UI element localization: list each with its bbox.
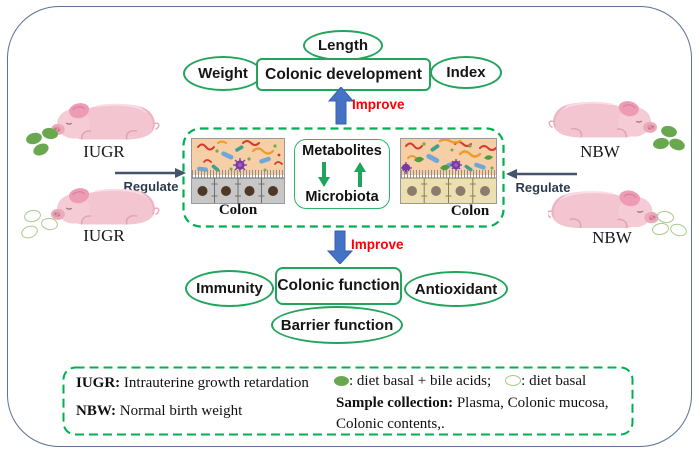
index-label: Index <box>446 64 486 81</box>
immunity-label: Immunity <box>196 280 263 297</box>
barrier-function-label: Barrier function <box>280 316 394 334</box>
legend-iugr-line: IUGR: Intrauterine growth retardation <box>76 373 332 394</box>
improve-up-arrow-icon <box>328 87 354 125</box>
legend-iugr-term: IUGR: <box>76 375 121 391</box>
colonic-development-label: Colonic development <box>265 65 422 83</box>
legend-nbw-definition: Normal birth weight <box>119 403 243 419</box>
antioxidant-oval: Antioxidant <box>404 271 508 307</box>
regulate-left-arrow-icon <box>115 168 186 178</box>
immunity-oval: Immunity <box>185 270 274 307</box>
piglet-iugr-top-image <box>50 102 160 141</box>
legend-open-dot-definition: : diet basal <box>521 373 587 389</box>
nbw-top-label: NBW <box>580 142 620 161</box>
legend-nbw-term: NBW: <box>76 403 117 419</box>
improve-down-arrow-icon <box>327 230 353 264</box>
colon-left-label: Colon <box>218 202 258 218</box>
colon-micrograph-iugr <box>191 138 285 204</box>
piglet-nbw-bottom-image <box>548 189 660 230</box>
colon-right-label: Colon <box>450 203 490 219</box>
regulate-right-label: Regulate <box>515 180 571 195</box>
metabolites-label: Metabolites <box>302 143 382 159</box>
legend-sample-line: Sample collection: Plasma, Colonic mucos… <box>336 393 630 435</box>
weight-oval: Weight <box>183 56 263 91</box>
improve-top-label: Improve <box>352 97 405 112</box>
colon-micrograph-nbw <box>400 138 497 204</box>
legend-diet-line: : diet basal + bile acids; : diet basal <box>334 371 632 392</box>
antioxidant-label: Antioxidant <box>414 280 498 298</box>
regulate-left-label: Regulate <box>123 179 179 194</box>
regulate-right-arrow-icon <box>506 169 577 179</box>
improve-bottom-label: Improve <box>351 237 404 252</box>
length-label: Length <box>318 37 368 54</box>
nbw-bottom-label: NBW <box>592 228 632 247</box>
barrier-function-oval: Barrier function <box>271 306 403 344</box>
colonic-function-box: Colonic function <box>275 267 402 305</box>
iugr-bottom-label: IUGR <box>83 226 125 245</box>
legend-dashed-box <box>62 366 634 436</box>
green-down-arrow-icon <box>318 161 330 187</box>
iugr-top-label: IUGR <box>83 142 125 161</box>
open-diet-dot-icon <box>505 375 522 386</box>
filled-diet-dot-icon <box>334 376 349 386</box>
weight-label: Weight <box>198 65 248 82</box>
legend-iugr-definition: Intrauterine growth retardation <box>123 375 309 391</box>
microbiota-label: Microbiota <box>305 189 379 205</box>
colonic-function-label: Colonic function <box>277 277 400 294</box>
figure-frame <box>7 6 692 447</box>
legend-sample-definition: Plasma, Colonic mucosa, Colonic contents… <box>336 395 609 432</box>
legend-nbw-line: NBW: Normal birth weight <box>76 401 332 422</box>
exchange-arrows <box>317 161 367 188</box>
piglet-iugr-bottom-image <box>50 187 160 226</box>
central-dashed-panel <box>182 127 505 228</box>
length-oval: Length <box>303 30 383 61</box>
green-up-arrow-icon <box>354 161 366 187</box>
piglet-nbw-top-image <box>548 100 658 139</box>
metabolites-microbiota-box: Metabolites Microbiota <box>294 139 390 209</box>
legend-sample-term: Sample collection: <box>336 395 454 411</box>
legend-filled-dot-definition: : diet basal + bile acids; <box>349 373 492 389</box>
index-oval: Index <box>430 56 502 89</box>
